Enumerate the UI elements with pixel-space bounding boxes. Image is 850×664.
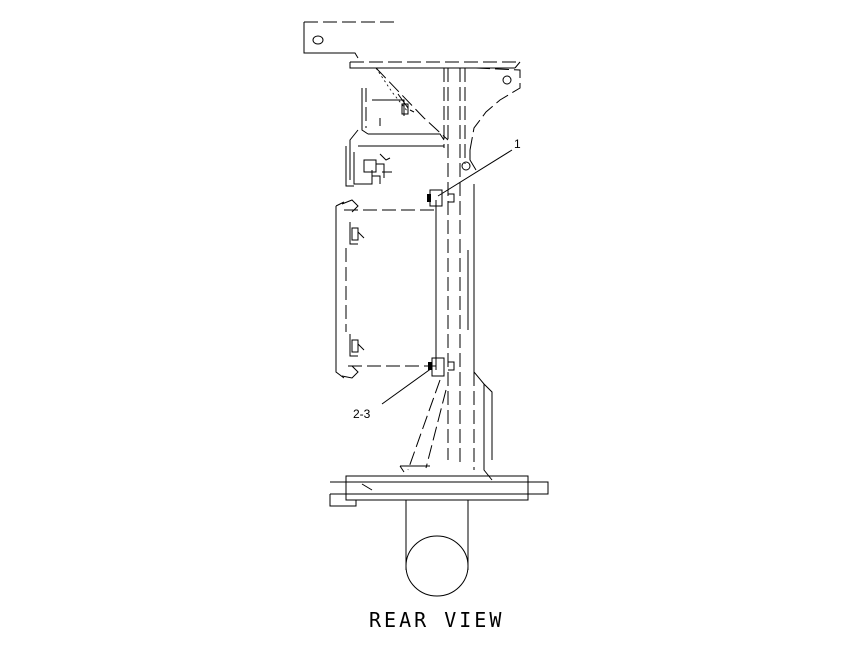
upper-switch-component: [350, 88, 444, 180]
callout-leaders: [382, 150, 512, 404]
callout-2-3-label: 2-3: [353, 407, 371, 421]
component-housing: [336, 190, 454, 378]
lower-cylinder: [406, 500, 468, 596]
cross-member: [330, 476, 548, 506]
callout-1-label: 1: [514, 137, 521, 151]
view-title: REAR VIEW: [369, 608, 504, 632]
lower-support: [400, 380, 446, 472]
upper-bracket: [350, 62, 520, 150]
top-mounting-tab: [304, 22, 396, 58]
middle-switch-component: [346, 146, 444, 186]
main-column: [444, 68, 492, 480]
